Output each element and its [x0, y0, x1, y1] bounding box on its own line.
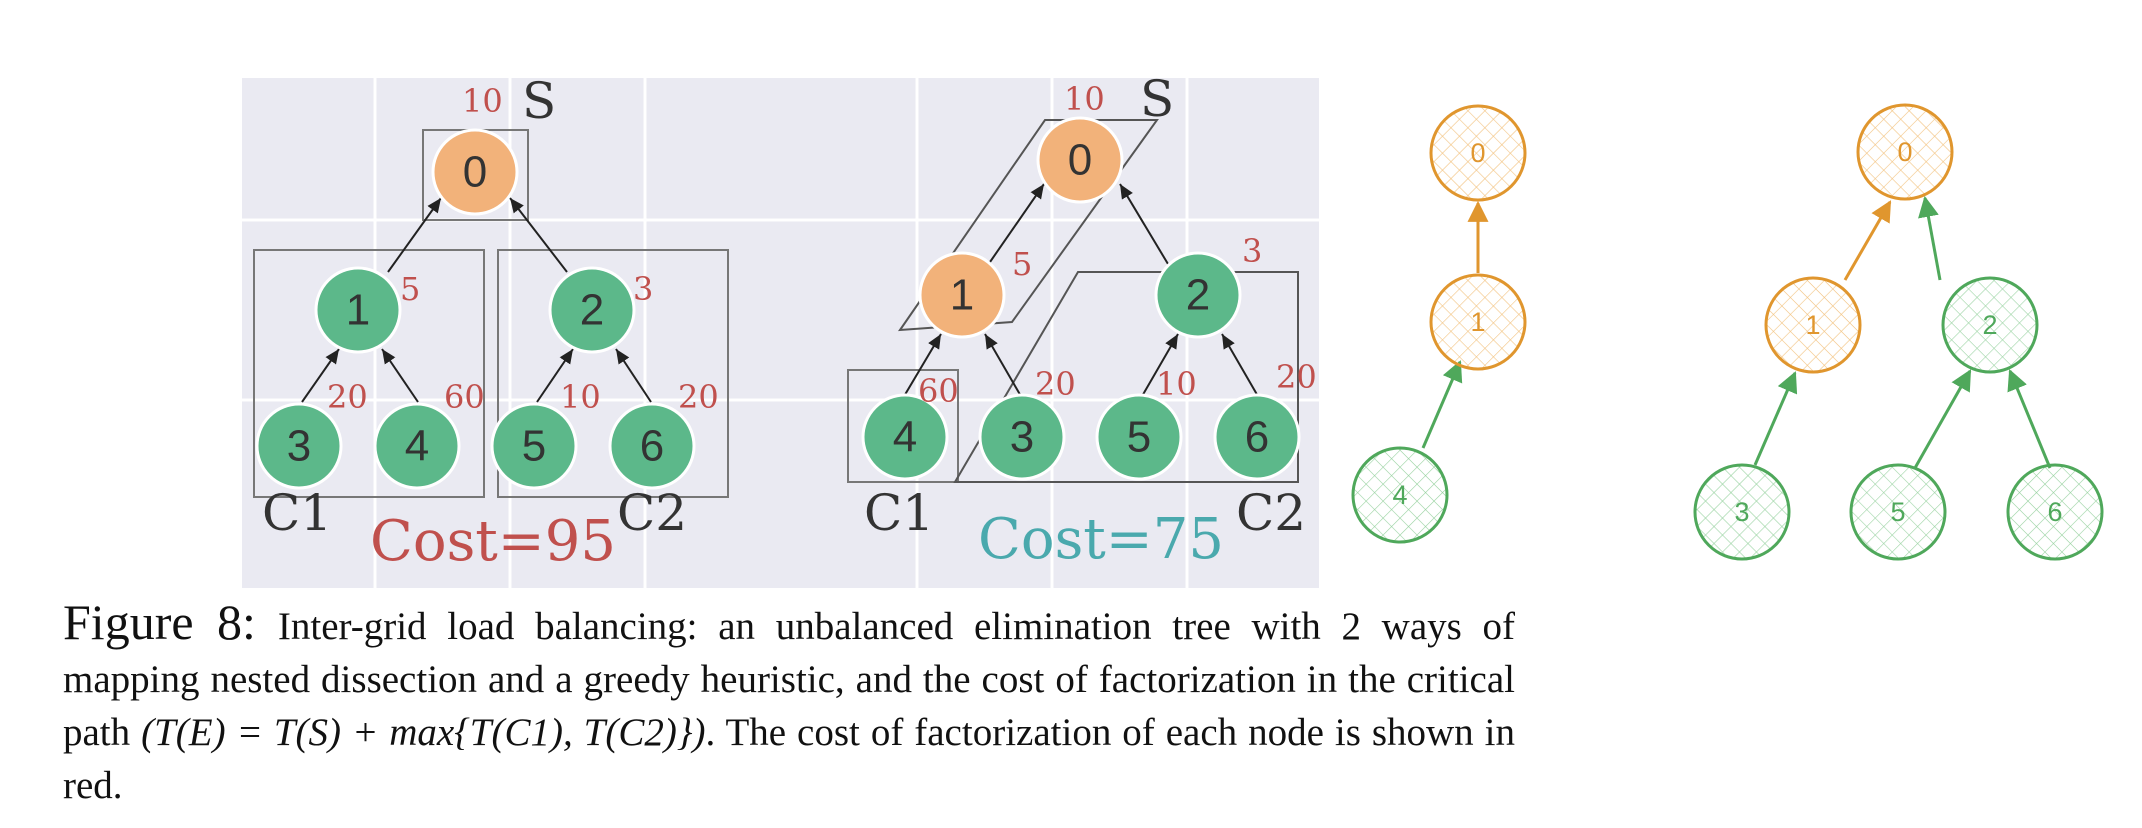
edge-1-0	[1843, 200, 1892, 281]
cost-label: 10	[1156, 365, 1197, 403]
total-cost: Cost=75	[978, 507, 1224, 572]
cost-label: 3	[1242, 232, 1262, 270]
c2-label: C2	[617, 484, 687, 542]
svg-text:1: 1	[1470, 307, 1485, 337]
node-1: 1	[314, 266, 402, 354]
svg-text:0: 0	[463, 148, 487, 197]
svg-text:5: 5	[1127, 413, 1151, 462]
node-5: 5	[1849, 463, 1947, 561]
c1-box	[253, 249, 485, 498]
node-5: 5	[490, 402, 578, 490]
svg-text:3: 3	[1010, 413, 1034, 462]
caption-formula: (T(E) = T(S) + max{T(C1), T(C2)})	[141, 711, 706, 754]
node-6: 6	[2006, 463, 2104, 561]
caption-text-end: . The cost of factorization of each node…	[63, 711, 1515, 807]
node-3: 3	[978, 393, 1066, 481]
svg-text:3: 3	[287, 422, 311, 471]
node-2: 2	[1154, 251, 1242, 339]
cost-label: 20	[327, 378, 368, 416]
cost-label: 10	[560, 378, 601, 416]
node-0: 0	[431, 128, 519, 216]
tree-b: 0 1 2 3 5 6	[1693, 103, 2104, 561]
node-6: 6	[1213, 393, 1301, 481]
c2-label: C2	[1236, 484, 1306, 542]
cost-label: 5	[400, 270, 420, 308]
cost-label: 10	[462, 82, 503, 120]
edge-2-0	[1918, 195, 1942, 281]
svg-text:3: 3	[1734, 497, 1749, 527]
cost-label: 20	[678, 378, 719, 416]
c2-box	[953, 271, 1299, 483]
svg-text:2: 2	[580, 286, 604, 335]
edge-3-1	[1753, 371, 1798, 466]
node-4: 4	[861, 393, 949, 481]
separator-label: S	[522, 72, 556, 130]
panel-right-edges	[902, 183, 1260, 399]
panel-left-edges	[301, 197, 652, 403]
node-2: 2	[1941, 276, 2039, 374]
svg-text:0: 0	[1897, 137, 1912, 167]
c1-label: C1	[864, 484, 934, 542]
tree-a: 0 1 4	[1351, 104, 1527, 544]
figure-caption: Figure 8:Inter-grid load balancing: an u…	[63, 596, 1515, 812]
svg-text:6: 6	[640, 422, 664, 471]
cost-label: 20	[1276, 358, 1317, 396]
svg-text:5: 5	[1890, 497, 1905, 527]
panel-right-costs: 10 5 3 60 20 10 20	[918, 80, 1317, 410]
panel-right: 0 1 2 4 3 5 6	[782, 70, 1319, 588]
node-4: 4	[1351, 446, 1449, 544]
cost-label: 60	[918, 372, 959, 410]
svg-text:1: 1	[346, 286, 370, 335]
node-0: 0	[1856, 103, 1954, 201]
svg-text:4: 4	[1392, 480, 1407, 510]
svg-text:1: 1	[1805, 310, 1820, 340]
edge-4-1	[1421, 360, 1463, 449]
c1-label: C1	[262, 484, 332, 542]
caption-text: Inter-grid load balancing: an unbalanced…	[63, 605, 1516, 754]
node-3: 3	[255, 402, 343, 490]
svg-text:4: 4	[893, 413, 917, 462]
node-0: 0	[1429, 104, 1527, 202]
svg-text:6: 6	[2047, 497, 2062, 527]
svg-text:2: 2	[1186, 271, 1210, 320]
cost-label: 5	[1012, 245, 1032, 283]
panel-left: 0 1 2 3 4 5 6	[242, 72, 782, 588]
cost-label: 10	[1064, 80, 1105, 118]
node-0: 0	[1036, 116, 1124, 204]
svg-text:0: 0	[1470, 138, 1485, 168]
node-1: 1	[918, 251, 1006, 339]
edge-5-2	[1913, 369, 1972, 469]
svg-text:6: 6	[1245, 413, 1269, 462]
node-6: 6	[608, 402, 696, 490]
node-5: 5	[1095, 393, 1183, 481]
svg-text:4: 4	[405, 422, 429, 471]
c1-box	[847, 369, 959, 483]
svg-text:2: 2	[1982, 310, 1997, 340]
svg-text:5: 5	[522, 422, 546, 471]
svg-text:1: 1	[950, 271, 974, 320]
total-cost: Cost=95	[370, 509, 616, 574]
cost-label: 20	[1035, 365, 1076, 403]
svg-text:0: 0	[1068, 136, 1092, 185]
figure-label: Figure 8:	[63, 594, 256, 650]
edge-6-2	[2007, 369, 2052, 469]
node-1: 1	[1764, 276, 1862, 374]
panel-left-costs: 10 5 3 20 60 10 20	[327, 82, 719, 416]
separator-label: S	[1140, 70, 1174, 128]
node-4: 4	[373, 402, 461, 490]
node-1: 1	[1429, 273, 1527, 371]
c2-box	[497, 249, 729, 498]
node-2: 2	[548, 266, 636, 354]
node-3: 3	[1693, 463, 1791, 561]
cost-label: 3	[633, 270, 653, 308]
cost-label: 60	[444, 378, 485, 416]
